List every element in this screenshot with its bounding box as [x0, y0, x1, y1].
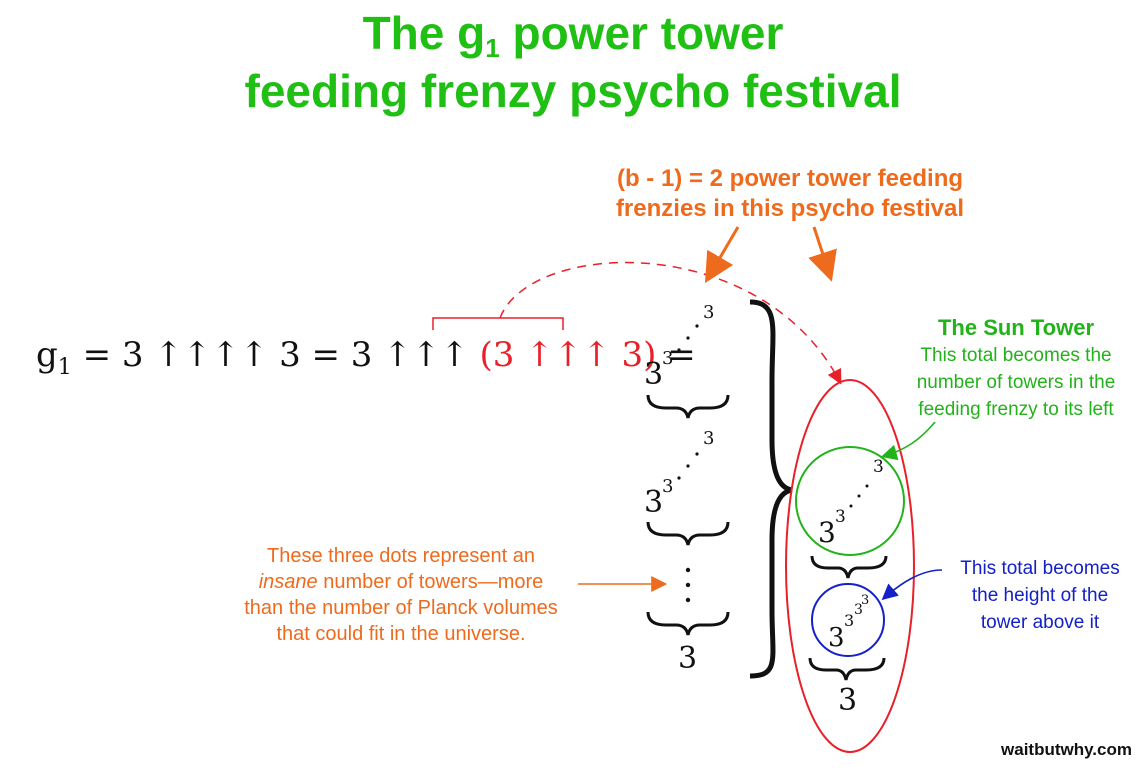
- sun-tower: 3 3 3: [818, 457, 884, 549]
- festival-count-note: (b - 1) = 2 power tower feeding frenzies…: [615, 165, 965, 222]
- equation: g1 = 3 ↑↑↑↑ 3 = 3 ↑↑↑ (3 ↑↑↑ 3) =: [36, 335, 696, 380]
- orange-arrow-right: [808, 226, 837, 282]
- red-bracket: [432, 317, 564, 330]
- red-ellipse: [785, 379, 915, 753]
- tower-2: 3 3 3: [644, 428, 714, 520]
- underbrace-sun: [810, 555, 888, 579]
- underbrace-2: [646, 521, 730, 546]
- green-arrow: [880, 421, 936, 461]
- green-circle: [795, 446, 905, 556]
- blue-arrow: [881, 569, 943, 601]
- big-right-brace: [749, 299, 793, 679]
- underbrace-3: [646, 611, 730, 636]
- site-credit: waitbutwhy.com: [1001, 740, 1132, 759]
- height-note: This total becomes the height of the tow…: [960, 558, 1120, 633]
- svg-text:3: 3: [662, 348, 673, 369]
- svg-text:3: 3: [644, 357, 663, 392]
- svg-text:3: 3: [644, 485, 663, 520]
- vertical-ellipsis: [685, 567, 691, 603]
- svg-text:3: 3: [873, 457, 884, 477]
- sun-tower-heading: The Sun Tower: [937, 315, 1095, 340]
- title-line-2: feeding frenzy psycho festival: [244, 65, 902, 117]
- svg-text:3: 3: [854, 602, 863, 618]
- svg-text:3: 3: [828, 623, 845, 653]
- small-tower: 3 3 3 3: [828, 593, 869, 653]
- underbrace-small: [808, 657, 886, 681]
- svg-text:3: 3: [818, 516, 836, 549]
- bottom-three-right: 3: [838, 683, 857, 718]
- svg-text:3: 3: [703, 302, 714, 323]
- tower-1: 3 3 3: [644, 302, 714, 392]
- sun-tower-note: The Sun Tower This total becomes the num…: [896, 314, 1136, 423]
- dots-note: These three dots represent an insane num…: [244, 545, 558, 645]
- svg-text:3: 3: [835, 507, 846, 527]
- svg-text:3: 3: [844, 611, 854, 630]
- title-line-1: The g1 power tower: [362, 7, 784, 63]
- svg-text:3: 3: [662, 476, 673, 497]
- bottom-three-left: 3: [678, 641, 697, 676]
- dashed-link-arrow: [499, 261, 842, 385]
- blue-circle: [811, 583, 885, 657]
- svg-text:3: 3: [861, 593, 869, 608]
- underbrace-1: [646, 394, 730, 419]
- orange-arrow-left: [704, 226, 740, 284]
- svg-text:3: 3: [703, 428, 714, 449]
